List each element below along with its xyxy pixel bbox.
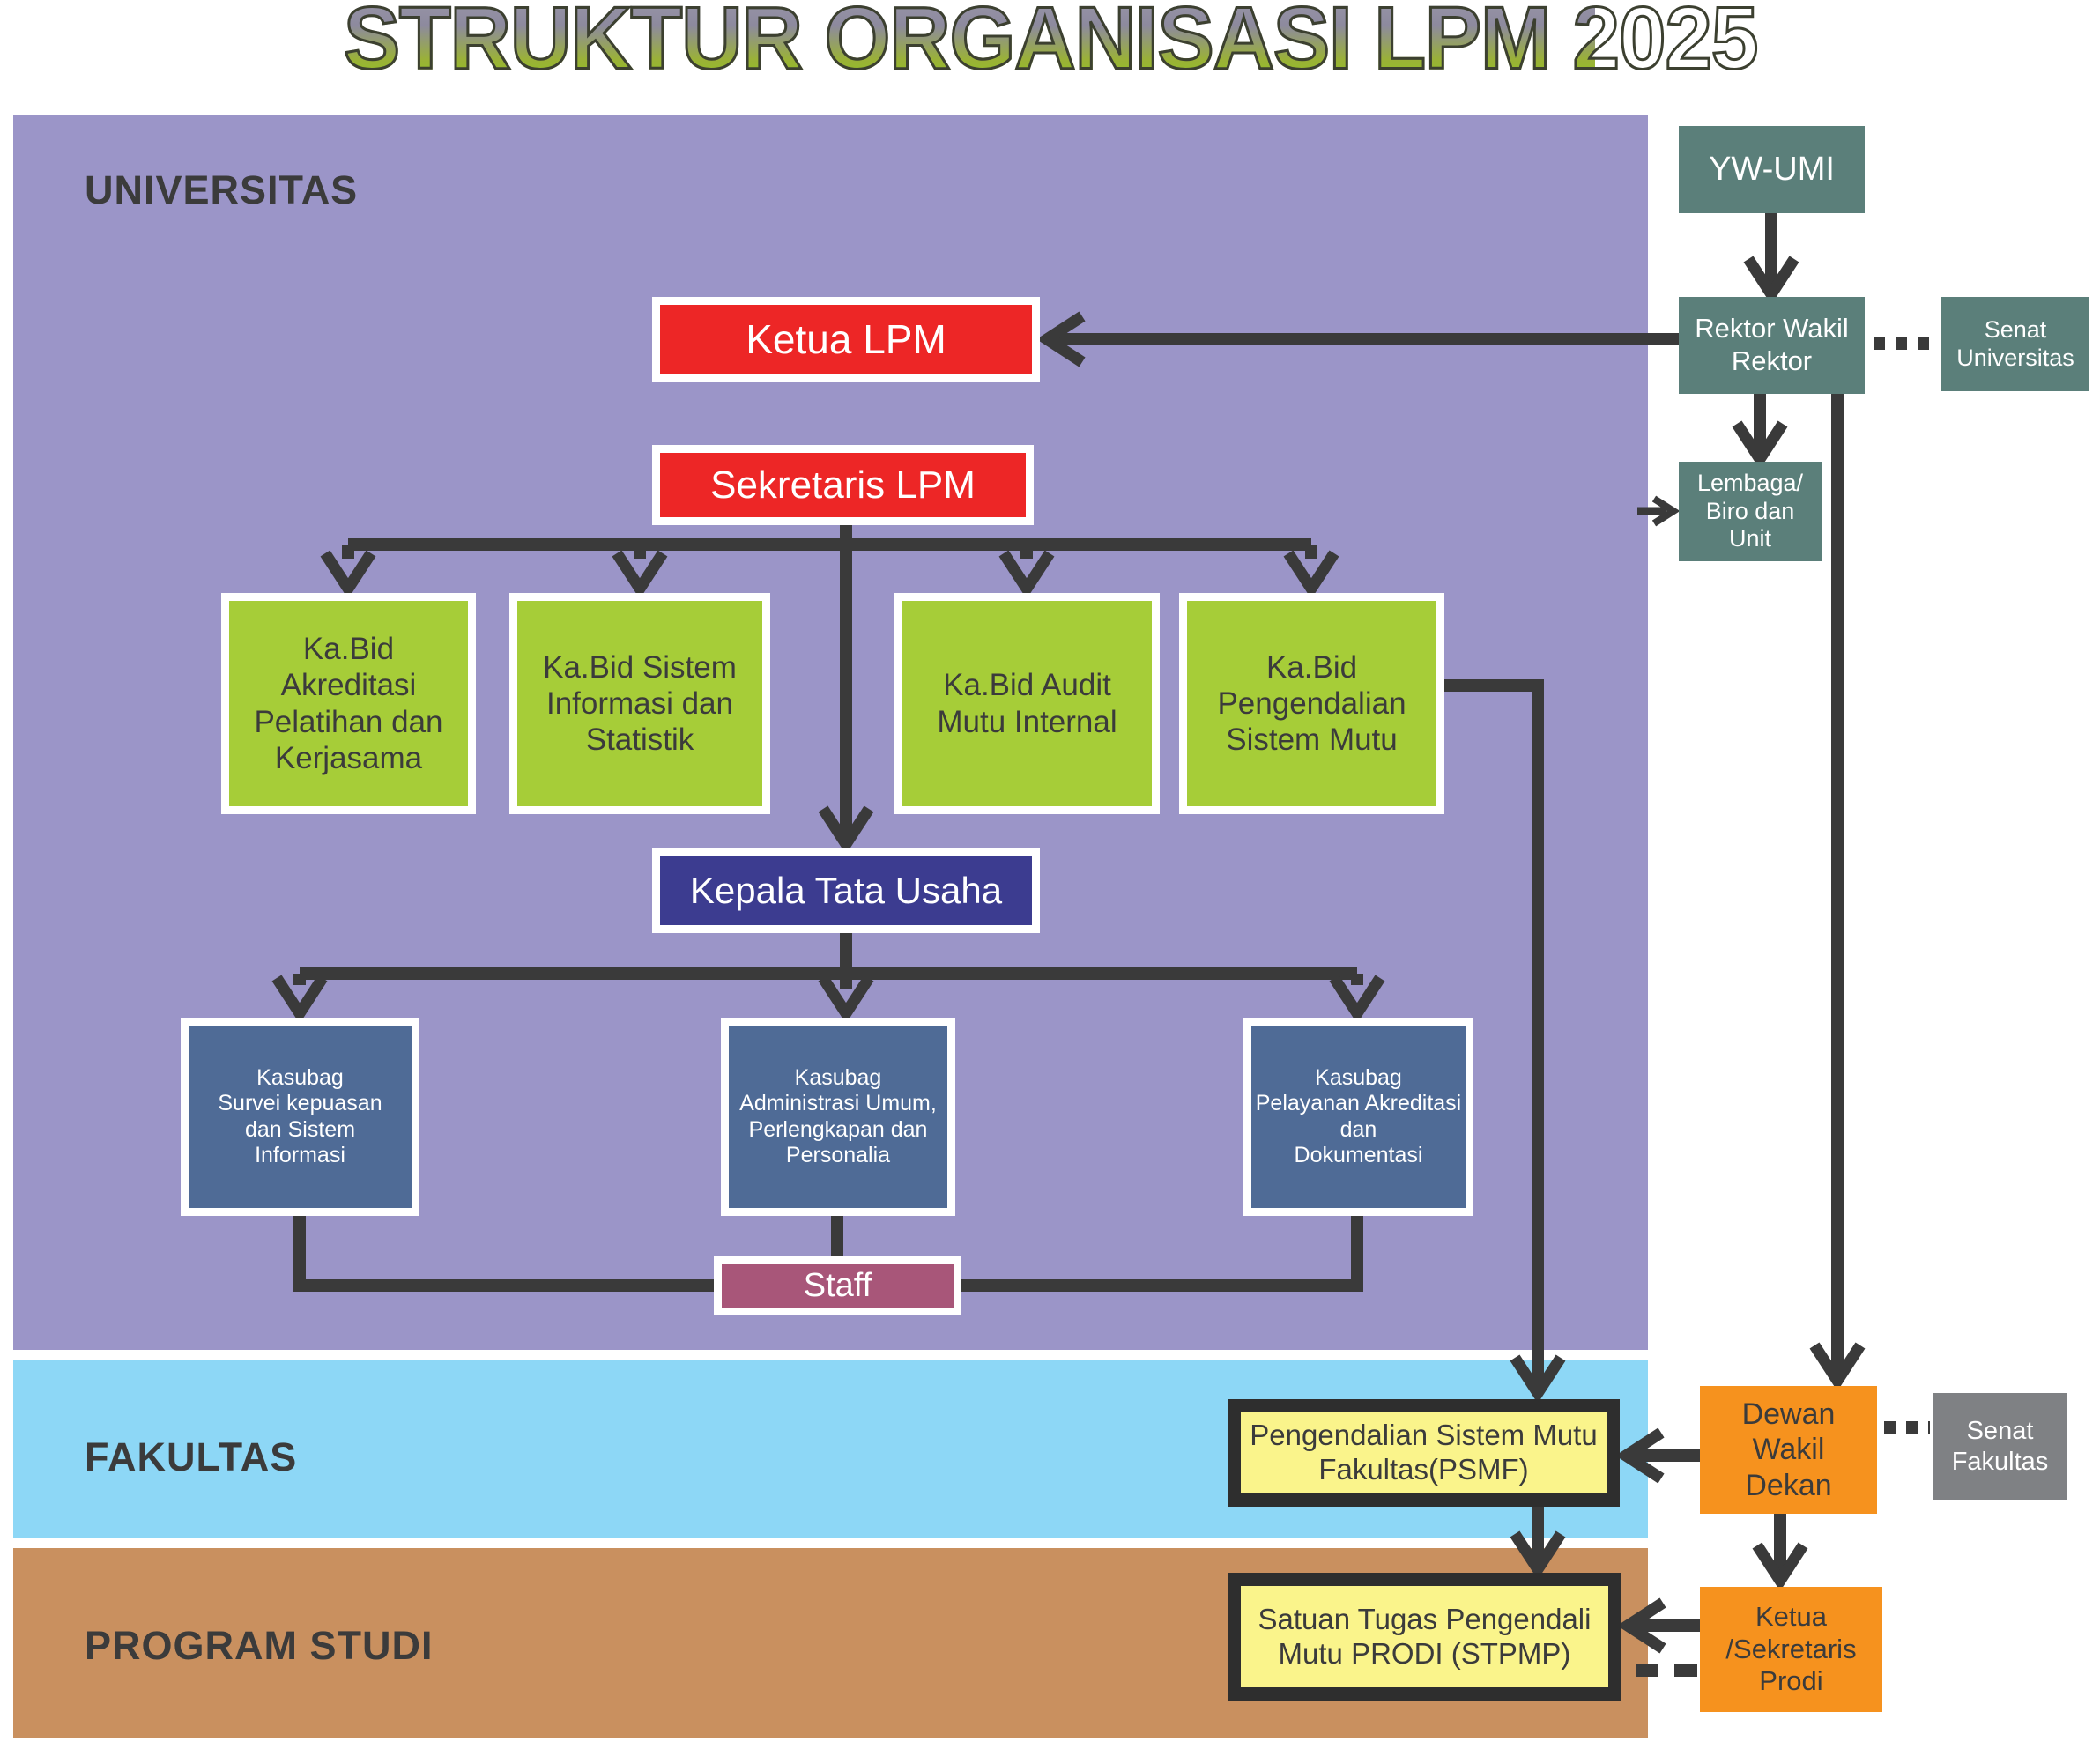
node-senat-universitas: Senat Universitas xyxy=(1941,297,2089,391)
arrow-ywumi-to-rektor xyxy=(1743,213,1799,305)
node-yw-umi: YW-UMI xyxy=(1679,126,1865,213)
node-ketua-lpm: Ketua LPM xyxy=(652,297,1040,382)
node-ketua-sekretaris-prodi: Ketua /Sekretaris Prodi xyxy=(1700,1587,1882,1712)
node-psmf: Pengendalian Sistem Mutu Fakultas(PSMF) xyxy=(1228,1399,1620,1507)
node-lembaga-biro-unit: Lembaga/ Biro dan Unit xyxy=(1679,462,1822,561)
node-stpmp: Satuan Tugas Pengendali Mutu PRODI (STPM… xyxy=(1228,1573,1621,1701)
node-rektor-wakil-rektor: Rektor Wakil Rektor xyxy=(1679,297,1865,394)
node-dewan-wakil-dekan: Dewan Wakil Dekan xyxy=(1700,1386,1877,1514)
arrow-rektor-to-lembaga xyxy=(1732,394,1788,470)
arrow-dewan-to-ketua-prodi xyxy=(1752,1514,1808,1591)
node-senat-fakultas: Senat Fakultas xyxy=(1933,1393,2067,1500)
node-kabid-pengendalian: Ka.Bid Pengendalian Sistem Mutu xyxy=(1179,593,1444,814)
node-kepala-tata-usaha: Kepala Tata Usaha xyxy=(652,848,1040,933)
label-program-studi: PROGRAM STUDI xyxy=(85,1623,434,1668)
node-kabid-audit-mutu: Ka.Bid Audit Mutu Internal xyxy=(894,593,1160,814)
node-sekretaris-lpm: Sekretaris LPM xyxy=(652,445,1034,525)
page-title: STRUKTUR ORGANISASI LPM 2025 xyxy=(343,0,1760,85)
label-universitas: UNIVERSITAS xyxy=(85,167,359,212)
node-kasubag-survei: Kasubag Survei kepuasan dan Sistem Infor… xyxy=(181,1018,419,1216)
node-kasubag-administrasi: Kasubag Administrasi Umum, Perlengkapan … xyxy=(721,1018,955,1216)
node-kabid-akreditasi: Ka.Bid Akreditasi Pelatihan dan Kerjasam… xyxy=(221,593,476,814)
node-staff: Staff xyxy=(714,1256,961,1315)
label-fakultas: FAKULTAS xyxy=(85,1434,298,1479)
node-kabid-sistem-informasi: Ka.Bid Sistem Informasi dan Statistik xyxy=(509,593,770,814)
node-kasubag-pelayanan: Kasubag Pelayanan Akreditasi dan Dokumen… xyxy=(1243,1018,1473,1216)
